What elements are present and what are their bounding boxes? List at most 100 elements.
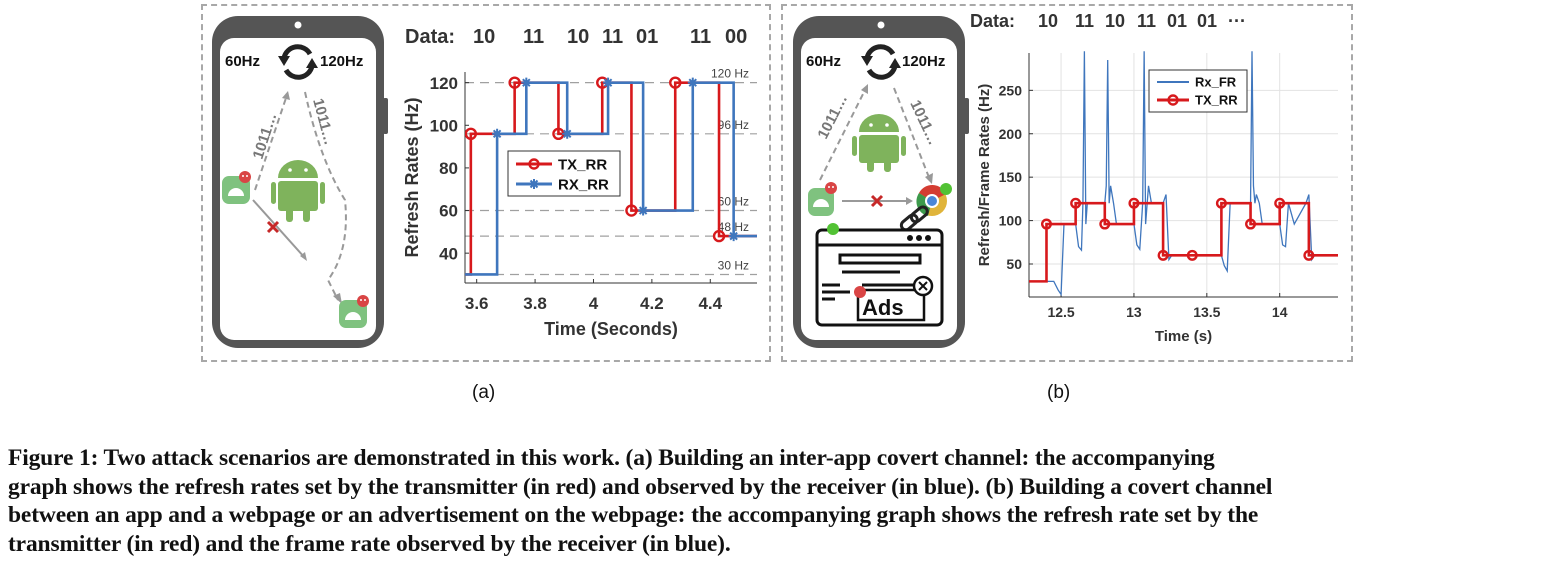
data-point-tx-rr: [1303, 249, 1315, 261]
data-bits: 11: [1075, 11, 1094, 31]
phone-side-button: [383, 98, 388, 134]
data-point-tx-rr: [1128, 197, 1140, 209]
data-bits: 10: [1038, 11, 1058, 31]
low-rate-label: 60Hz: [806, 53, 841, 70]
figure-caption: Figure 1: Two attack scenarios are demon…: [8, 444, 1548, 558]
y-tick-label: 60: [439, 202, 458, 221]
legend-box: [1148, 69, 1248, 113]
x-tick-label: 12.5: [1047, 304, 1074, 320]
panel-a-frame: [201, 4, 771, 362]
data-bits: 01: [636, 26, 658, 48]
data-bits: 11: [690, 26, 711, 48]
y-tick-label: 100: [999, 213, 1023, 229]
blocked-cross-icon: [266, 220, 280, 234]
data-bits: 01: [1167, 11, 1187, 31]
caption-line: between an app and a webpage or an adver…: [8, 502, 1259, 528]
dashed-arrow-up: [819, 87, 867, 181]
data-bits: 10: [1105, 11, 1125, 31]
data-prefix: Data:: [970, 11, 1015, 31]
sync-icon: [861, 44, 901, 80]
data-point-rx-rr: [603, 77, 614, 88]
caption-line: Figure 1: Two attack scenarios are demon…: [8, 445, 1215, 471]
x-axis-label: Time (s): [1155, 328, 1212, 345]
y-tick-label: 80: [439, 159, 458, 178]
panel-b-frame: [781, 4, 1353, 362]
malicious-app-icon: [222, 171, 251, 204]
plot-area: [1029, 51, 1338, 297]
reference-line-label: 30 Hz: [718, 258, 749, 272]
phone-camera: [877, 21, 885, 29]
android-icon: [852, 114, 906, 172]
data-bits: 10: [567, 26, 589, 48]
dashed-arrow-down: [893, 87, 931, 181]
y-axis-label: Refresh/Frame Rates (Hz): [976, 84, 993, 267]
data-bits: 11: [602, 26, 623, 48]
x-tick-label: 14: [1272, 304, 1288, 320]
ads-label: Ads: [862, 295, 904, 320]
malicious-app-icon: [808, 182, 837, 216]
data-point-rx-rr: [521, 77, 532, 88]
caption-line: graph shows the refresh rates set by the…: [8, 473, 1273, 500]
legend-label: TX_RR: [1195, 93, 1238, 108]
data-bits: 10: [473, 26, 495, 48]
series-line-rx-rr: [465, 81, 757, 276]
x-tick-label: 3.8: [523, 294, 547, 313]
data-point-tx-rr: [508, 76, 521, 89]
x-tick-label: 13: [1126, 304, 1142, 320]
x-tick-label: 13.5: [1193, 304, 1220, 320]
dashed-arrow-up: [254, 94, 288, 191]
high-rate-label: 120Hz: [902, 53, 945, 70]
data-prefix: Data:: [405, 26, 455, 48]
x-tick-label: 4.2: [640, 294, 664, 313]
phone-illustration-b: 60Hz 120Hz 1011… 1011…: [793, 16, 969, 348]
data-bits: 11: [1137, 11, 1156, 31]
phone-camera: [294, 21, 302, 29]
phone-side-button: [964, 98, 969, 134]
y-tick-label: 150: [999, 169, 1023, 185]
panel-b: 60Hz 120Hz 1011… 1011…: [793, 11, 1338, 348]
data-bits: 01: [1197, 11, 1217, 31]
data-point-rx-rr: [687, 77, 698, 88]
data-point-rx-rr: [492, 128, 503, 139]
y-tick-label: 100: [430, 116, 458, 135]
legend-marker: [529, 179, 539, 189]
legend-label: RX_RR: [558, 176, 609, 193]
reference-line-label: 120 Hz: [711, 67, 749, 81]
subfigure-label-b: (b): [1047, 382, 1071, 403]
blocked-arrow: [252, 199, 306, 259]
dashed-arrow-down: [304, 91, 347, 301]
data-point-tx-rr: [1215, 197, 1227, 209]
y-axis-label: Refresh Rates (Hz): [402, 97, 422, 257]
data-point-rx-rr: [638, 205, 649, 216]
y-tick-label: 120: [430, 74, 458, 93]
y-tick-label: 40: [439, 244, 458, 263]
data-header-b: Data: 10 11 10 11 01 01 ···: [970, 11, 1246, 31]
data-point-tx-rr: [1274, 197, 1286, 209]
data-point-tx-rr: [669, 76, 682, 89]
data-point-tx-rr: [1186, 249, 1198, 261]
data-point-rx-rr: [728, 231, 739, 242]
ads-icon: Ads: [854, 275, 934, 322]
x-tick-label: 3.6: [465, 294, 489, 313]
x-axis-label: Time (Seconds): [544, 319, 678, 339]
data-header-a: Data: 10 11 10 11 01 11 00: [405, 26, 747, 48]
data-point-tx-rr: [1070, 197, 1082, 209]
high-rate-label: 120Hz: [320, 53, 363, 70]
data-point-tx-rr: [465, 127, 478, 141]
receiver-app-icon: [339, 295, 369, 328]
data-point-tx-rr: [1245, 218, 1257, 230]
plot-area: [465, 76, 757, 276]
data-point-tx-rr: [712, 229, 726, 243]
data-bits: 11: [523, 26, 544, 48]
data-point-tx-rr: [1099, 218, 1111, 230]
sync-icon: [278, 44, 318, 80]
caption-line: transmitter (in red) and the frame rate …: [8, 530, 731, 557]
data-point-rx-rr: [562, 128, 573, 139]
android-icon: [271, 160, 325, 222]
data-bits: ···: [1228, 11, 1246, 31]
link-icon: [899, 205, 929, 232]
data-point-tx-rr: [1040, 218, 1052, 230]
